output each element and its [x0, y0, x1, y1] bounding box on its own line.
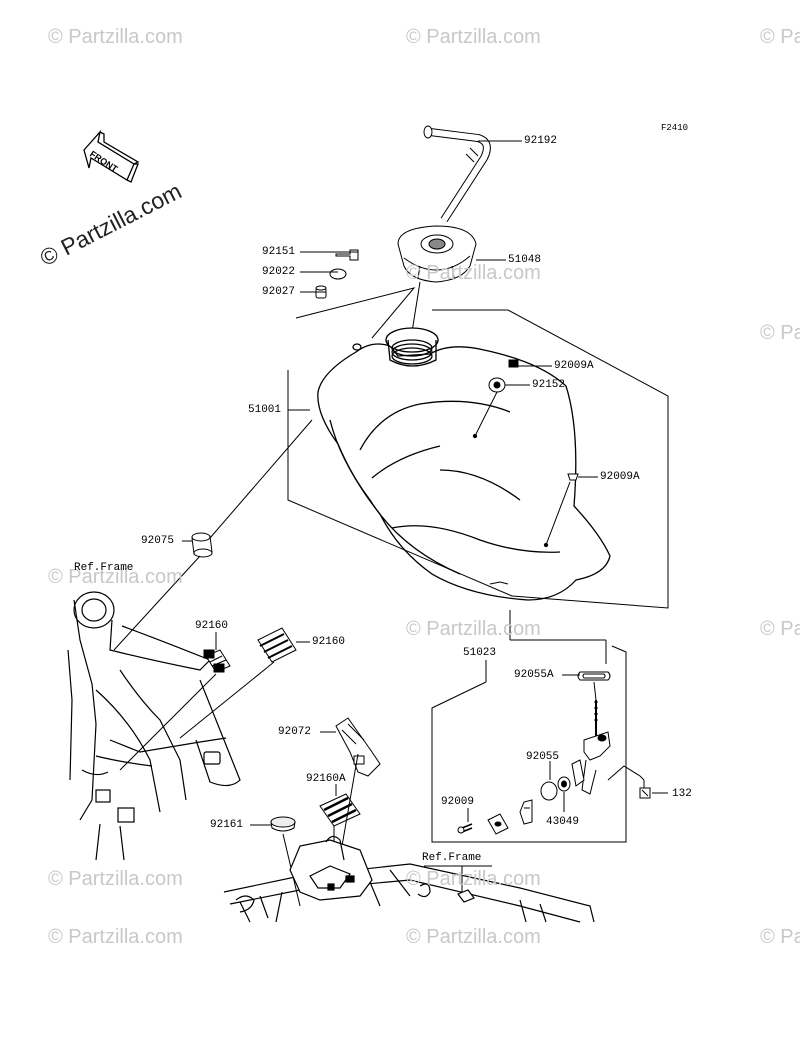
strap-92072	[335, 717, 381, 777]
bolt-132	[639, 780, 651, 799]
watermark: © Partzilla.com	[406, 618, 541, 640]
gasket-92055A	[577, 671, 611, 681]
label-92055A: 92055A	[514, 669, 554, 681]
label-92192: 92192	[524, 135, 558, 147]
label-92160-right: 92160	[312, 636, 346, 648]
front-arrow-icon	[83, 129, 140, 183]
label-92152: 92152	[532, 379, 566, 391]
label-92160A: 92160A	[306, 773, 346, 785]
fuel-lever	[519, 799, 533, 825]
grommet-92075	[191, 532, 213, 558]
watermark: © Partzilla.com	[48, 868, 183, 890]
screw-92009A-lower	[567, 473, 579, 481]
label-92072: 92072	[278, 726, 312, 738]
label-92160-left: 92160	[195, 620, 229, 632]
label-51001: 51001	[248, 404, 282, 416]
label-132: 132	[672, 788, 692, 800]
screw-92009	[457, 823, 473, 834]
watermark: © Partzilla.com	[760, 926, 800, 948]
label-ref-frame-bottom: Ref.Frame	[422, 852, 482, 864]
label-92009A-top: 92009A	[554, 360, 594, 372]
label-92009A-lower: 92009A	[600, 471, 640, 483]
bumper-92160-left	[203, 649, 231, 673]
bumper-92160-right	[257, 627, 297, 663]
watermark: © Partzilla.com	[48, 566, 183, 588]
frame-left	[67, 591, 241, 861]
label-92075: 92075	[141, 535, 175, 547]
oring-92055	[540, 781, 558, 801]
label-92027: 92027	[262, 286, 296, 298]
watermark: © Partzilla.com	[406, 926, 541, 948]
label-51048: 51048	[508, 254, 542, 266]
washer-92022	[329, 268, 347, 280]
cap-92161	[270, 816, 296, 832]
breather-hose	[423, 125, 491, 223]
screw-92009A-top	[508, 359, 519, 368]
bumper-92160A	[319, 793, 361, 827]
watermark: © Partzilla.com	[406, 868, 541, 890]
lever-plate	[487, 813, 509, 835]
collar-92027	[315, 285, 327, 299]
watermark: © Partzilla.com	[760, 618, 800, 640]
label-43049: 43049	[546, 816, 580, 828]
fuel-cock	[571, 700, 611, 795]
label-ref-frame-left: Ref.Frame	[74, 562, 134, 574]
label-92055: 92055	[526, 751, 560, 763]
fuel-tank	[317, 327, 611, 601]
watermark: © Partzilla.com	[760, 322, 800, 344]
label-92022: 92022	[262, 266, 296, 278]
frame-bottom	[223, 835, 595, 923]
label-51023: 51023	[463, 647, 497, 659]
figure-code: F2410	[661, 123, 689, 133]
label-92009: 92009	[441, 796, 475, 808]
watermark: © Partzilla.com	[406, 262, 541, 284]
watermark: © Partzilla.com	[406, 26, 541, 48]
label-92161: 92161	[210, 819, 244, 831]
watermark: © Partzilla.com	[760, 26, 800, 48]
watermark: © Partzilla.com	[48, 926, 183, 948]
fuel-cap	[397, 225, 477, 283]
watermark: © Partzilla.com	[48, 26, 183, 48]
label-92151: 92151	[262, 246, 296, 258]
